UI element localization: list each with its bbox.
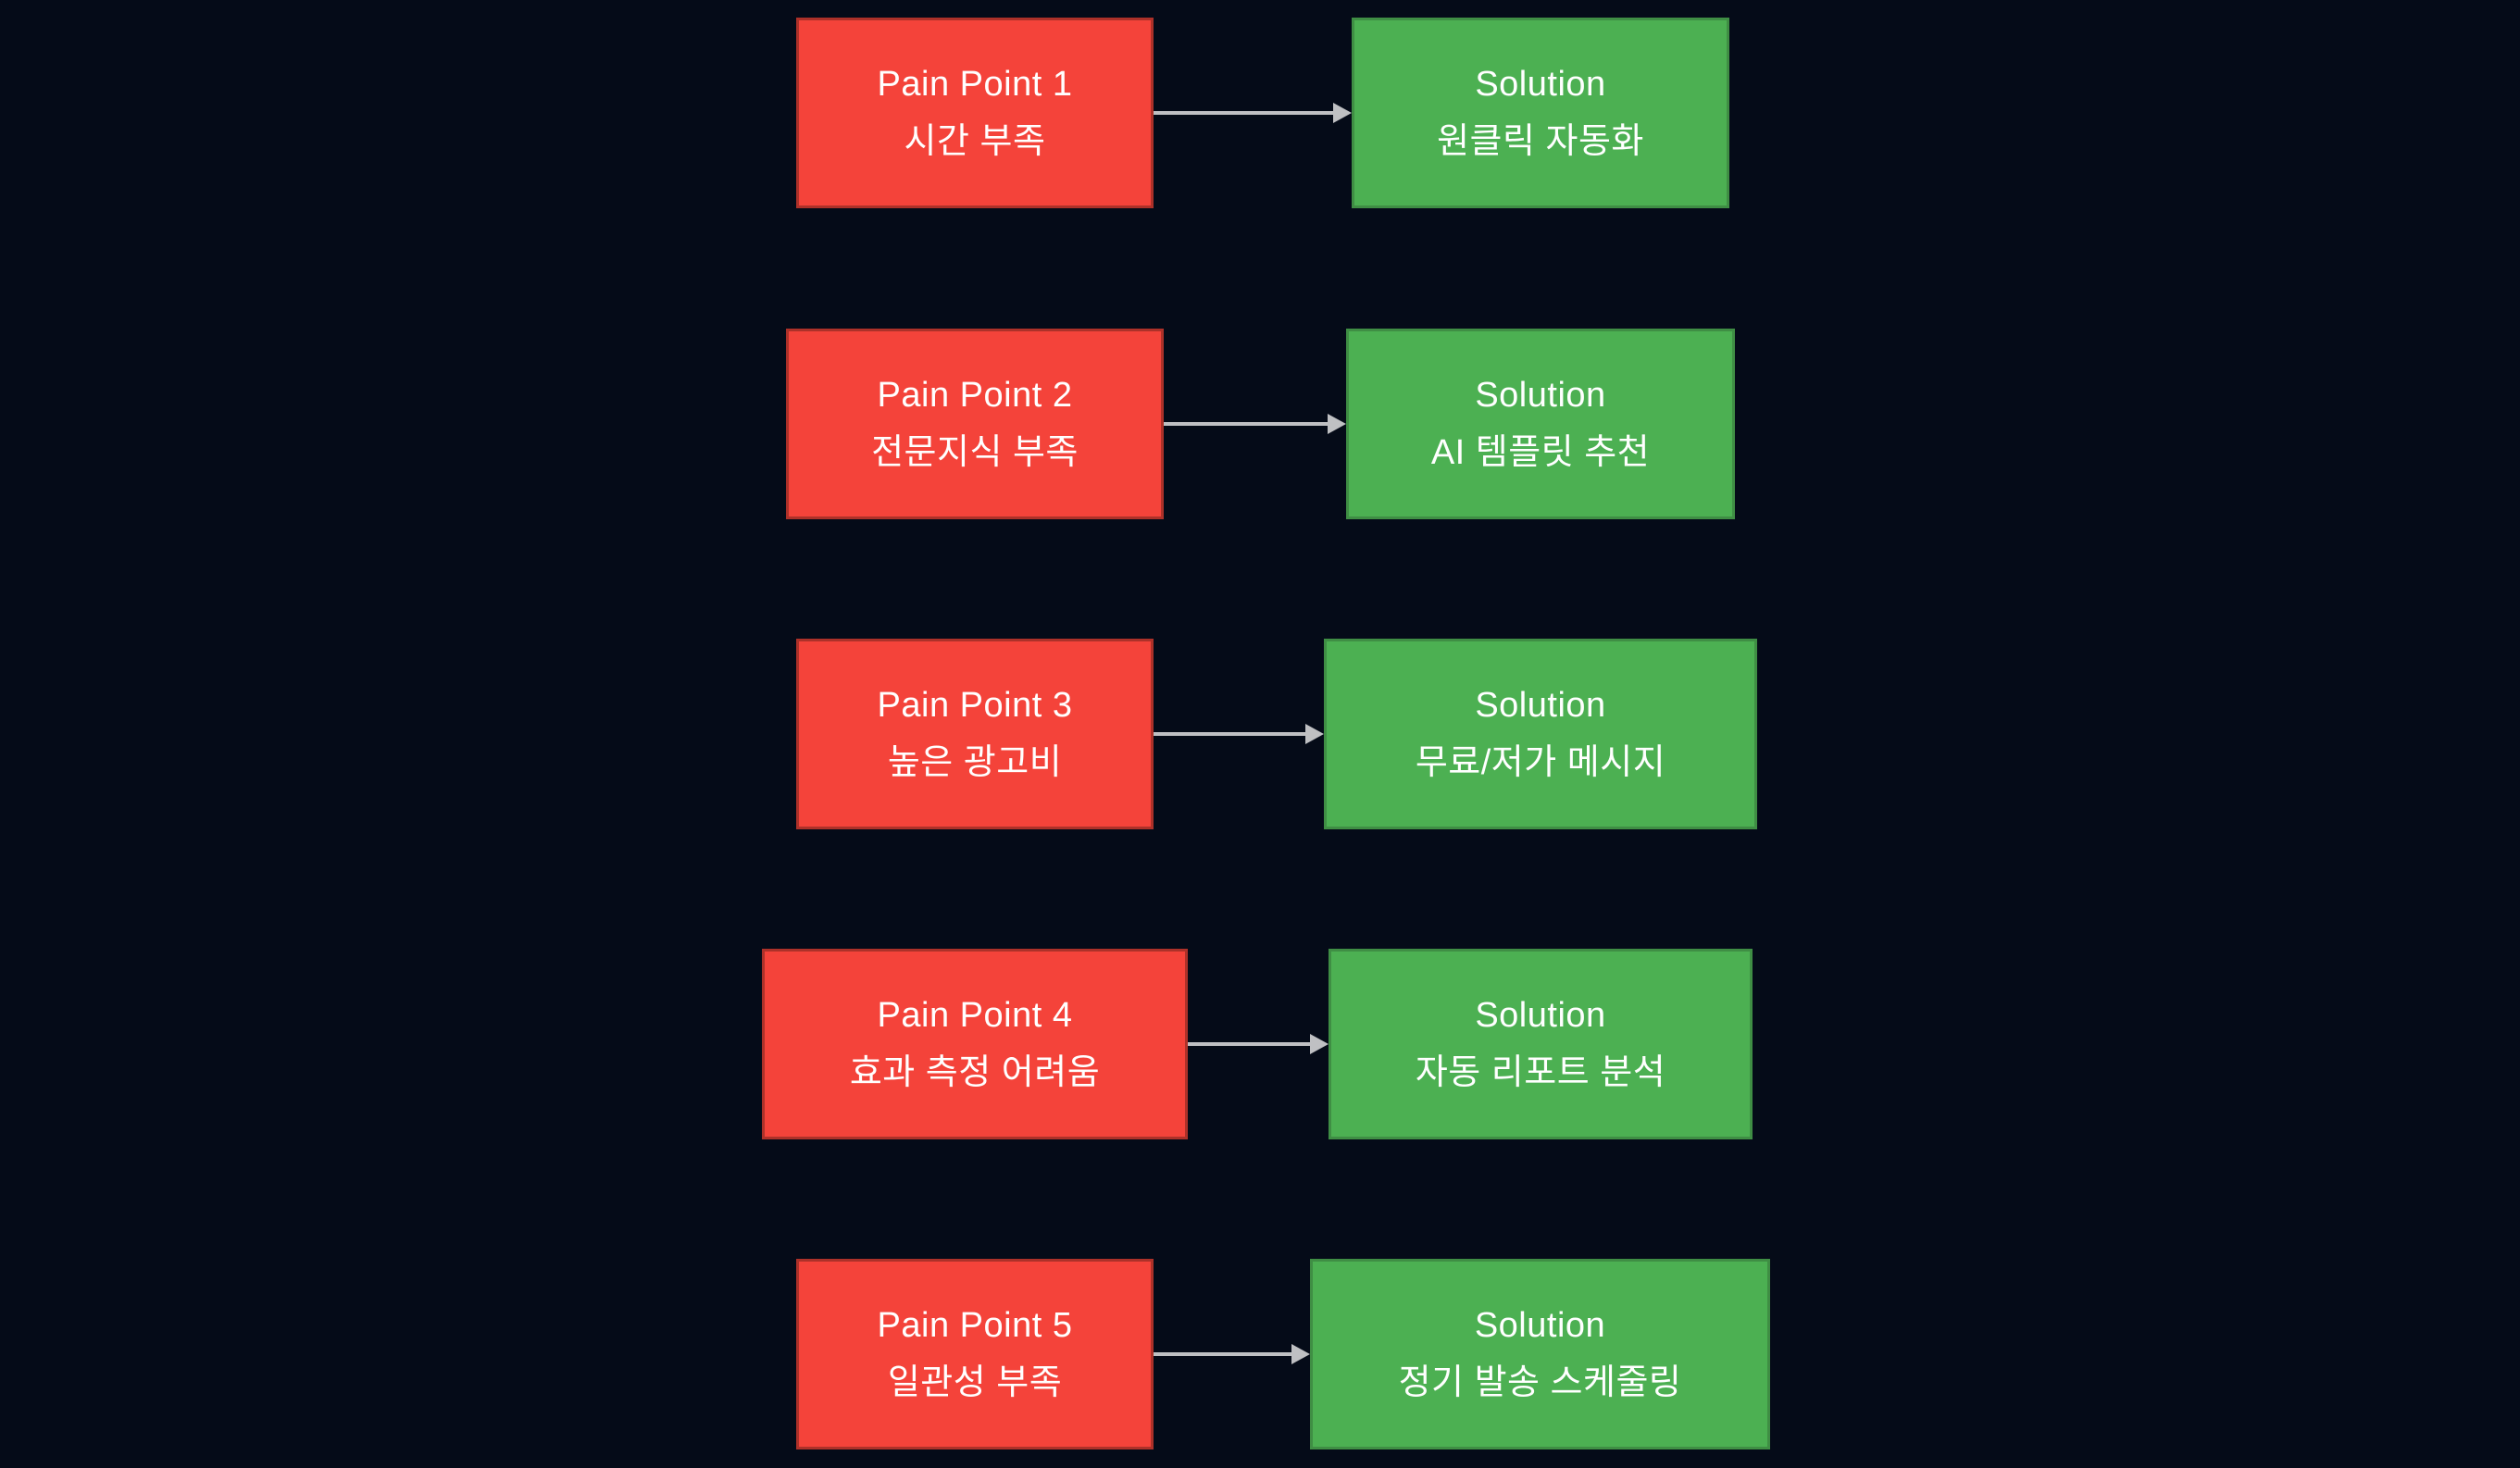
pain-point-node: Pain Point 2 전문지식 부족 (786, 329, 1164, 519)
node-title: Solution (1474, 1306, 1606, 1345)
flow-row: Pain Point 2 전문지식 부족 Solution AI 템플릿 추천 (0, 329, 2520, 519)
solution-node: Solution 원클릭 자동화 (1352, 18, 1729, 208)
node-subtitle: 전문지식 부족 (871, 433, 1079, 472)
node-title: Pain Point 5 (877, 1306, 1073, 1345)
solution-node: Solution AI 템플릿 추천 (1346, 329, 1735, 519)
node-title: Solution (1475, 686, 1606, 725)
flow-row: Pain Point 1 시간 부족 Solution 원클릭 자동화 (0, 18, 2520, 208)
flow-row: Pain Point 4 효과 측정 어려움 Solution 자동 리포트 분… (0, 949, 2520, 1139)
pain-point-node: Pain Point 4 효과 측정 어려움 (762, 949, 1188, 1139)
solution-node: Solution 무료/저가 메시지 (1324, 639, 1757, 829)
node-title: Pain Point 1 (877, 65, 1073, 104)
node-title: Solution (1475, 65, 1606, 104)
arrow-head-icon (1291, 1344, 1310, 1364)
node-title: Pain Point 3 (877, 686, 1073, 725)
node-subtitle: 높은 광고비 (887, 743, 1063, 782)
pain-point-node: Pain Point 5 일관성 부족 (796, 1259, 1154, 1449)
node-title: Pain Point 2 (877, 376, 1073, 415)
arrow-line (1154, 1352, 1295, 1356)
node-title: Pain Point 4 (877, 996, 1073, 1035)
flow-arrow (1164, 329, 1346, 519)
node-subtitle: 시간 부족 (904, 122, 1046, 161)
node-subtitle: 효과 측정 어려움 (849, 1053, 1101, 1092)
solution-node: Solution 정기 발송 스케줄링 (1310, 1259, 1770, 1449)
node-subtitle: 정기 발송 스케줄링 (1398, 1363, 1682, 1402)
arrow-head-icon (1305, 724, 1324, 744)
arrow-head-icon (1328, 414, 1346, 434)
node-subtitle: 원클릭 자동화 (1437, 122, 1644, 161)
arrow-line (1164, 422, 1331, 426)
flow-arrow (1154, 18, 1352, 208)
flow-arrow (1188, 949, 1329, 1139)
node-title: Solution (1475, 376, 1606, 415)
arrow-line (1188, 1042, 1314, 1046)
pain-point-node: Pain Point 1 시간 부족 (796, 18, 1154, 208)
node-title: Solution (1475, 996, 1606, 1035)
node-subtitle: 일관성 부족 (887, 1363, 1063, 1402)
node-subtitle: 자동 리포트 분석 (1415, 1053, 1666, 1092)
arrow-head-icon (1310, 1034, 1329, 1054)
flow-row: Pain Point 5 일관성 부족 Solution 정기 발송 스케줄링 (0, 1259, 2520, 1449)
node-subtitle: 무료/저가 메시지 (1415, 743, 1666, 782)
node-subtitle: AI 템플릿 추천 (1430, 433, 1651, 472)
flow-arrow (1154, 639, 1324, 829)
arrow-line (1154, 111, 1337, 115)
arrow-head-icon (1333, 103, 1352, 123)
solution-node: Solution 자동 리포트 분석 (1329, 949, 1753, 1139)
flow-arrow (1154, 1259, 1310, 1449)
arrow-line (1154, 732, 1309, 736)
pain-point-node: Pain Point 3 높은 광고비 (796, 639, 1154, 829)
flow-row: Pain Point 3 높은 광고비 Solution 무료/저가 메시지 (0, 639, 2520, 829)
